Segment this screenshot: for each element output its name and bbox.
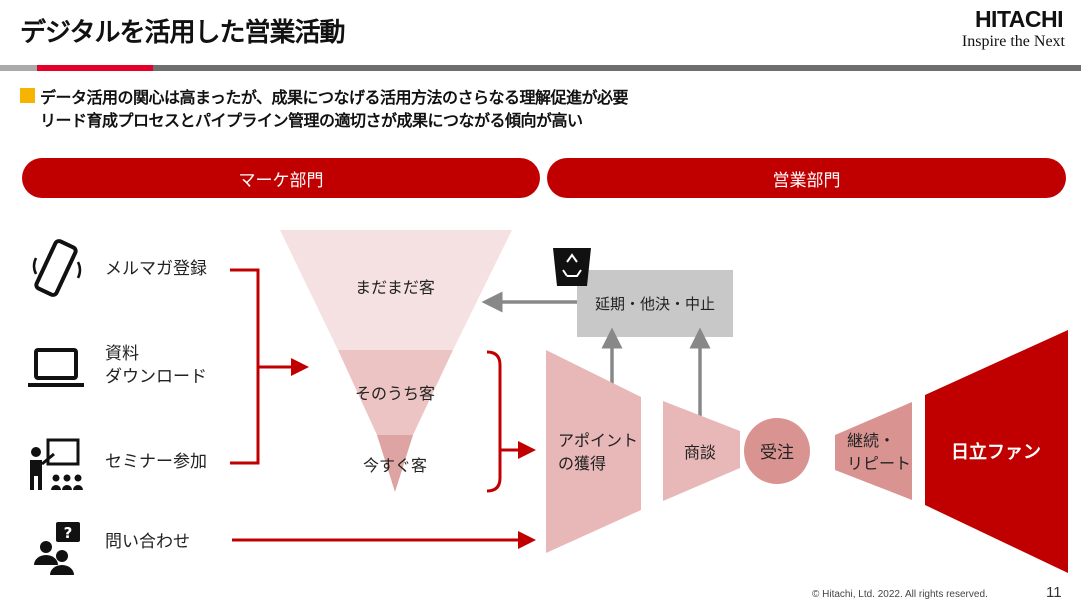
inquiry-icon: ? — [34, 522, 80, 575]
divider-bar-accent — [37, 65, 153, 71]
dropout-box — [577, 270, 733, 337]
funnel-top-label: まだまだ客 — [355, 278, 435, 297]
svg-text:?: ? — [64, 524, 73, 542]
funnel-bottom-label: 今すぐ客 — [363, 456, 427, 475]
recycle-bin-icon — [553, 248, 591, 286]
funnel-top-segment — [280, 230, 512, 350]
sales-dept-header: 営業部門 — [547, 158, 1066, 198]
funnel-middle-segment — [338, 350, 453, 435]
channel-label-download: 資料 ダウンロード — [105, 343, 207, 389]
page-number: 11 — [1046, 584, 1062, 601]
repeat-label-1: 継続・ — [847, 431, 895, 450]
order-stage — [744, 418, 810, 484]
channel-label-newsletter: メルマガ登録 — [105, 259, 207, 279]
bullet-text-2: リード育成プロセスとパイプライン管理の適切さが成果につながる傾向が高い — [40, 111, 583, 130]
funnel-middle-label: そのうち客 — [355, 384, 435, 403]
marketing-dept-header: マーケ部門 — [22, 158, 540, 198]
copyright-text: © Hitachi, Ltd. 2022. All rights reserve… — [812, 589, 988, 600]
dropout-label: 延期・他決・中止 — [595, 295, 715, 313]
hitachi-fan-label: 日立ファン — [951, 441, 1041, 463]
page-title: デジタルを活用した営業活動 — [20, 18, 345, 48]
bullet-marker — [20, 88, 35, 103]
repeat-stage — [835, 402, 912, 500]
channel-label-download-line2: ダウンロード — [105, 367, 207, 387]
appointment-label-2: の獲得 — [558, 454, 606, 473]
repeat-label-2: リピート — [847, 454, 911, 473]
seminar-icon — [30, 438, 83, 490]
hitachi-logo: HITACHI — [974, 6, 1064, 32]
channel-label-download-line1: 資料 — [105, 344, 139, 364]
funnel-bottom-segment — [377, 435, 413, 492]
divider-bar-dark — [153, 65, 1081, 71]
appointment-stage — [546, 350, 641, 553]
divider-bar-light — [0, 65, 37, 71]
appointment-label-1: アポイント — [558, 431, 638, 450]
hitachi-fan-stage — [925, 330, 1068, 573]
channel-label-inquiry: 問い合わせ — [105, 532, 190, 552]
funnel-bracket — [486, 350, 502, 493]
negotiation-stage — [663, 401, 740, 501]
channel-bracket — [230, 268, 260, 465]
laptop-icon — [28, 348, 84, 387]
order-label: 受注 — [760, 443, 794, 463]
smartphone-icon — [32, 239, 82, 297]
negotiation-label: 商談 — [684, 443, 716, 462]
channel-label-seminar: セミナー参加 — [105, 452, 207, 472]
logo-tagline: Inspire the Next — [961, 33, 1065, 50]
bullet-text-1: データ活用の関心は高まったが、成果につなげる活用方法のさらなる理解促進が必要 — [40, 88, 629, 107]
